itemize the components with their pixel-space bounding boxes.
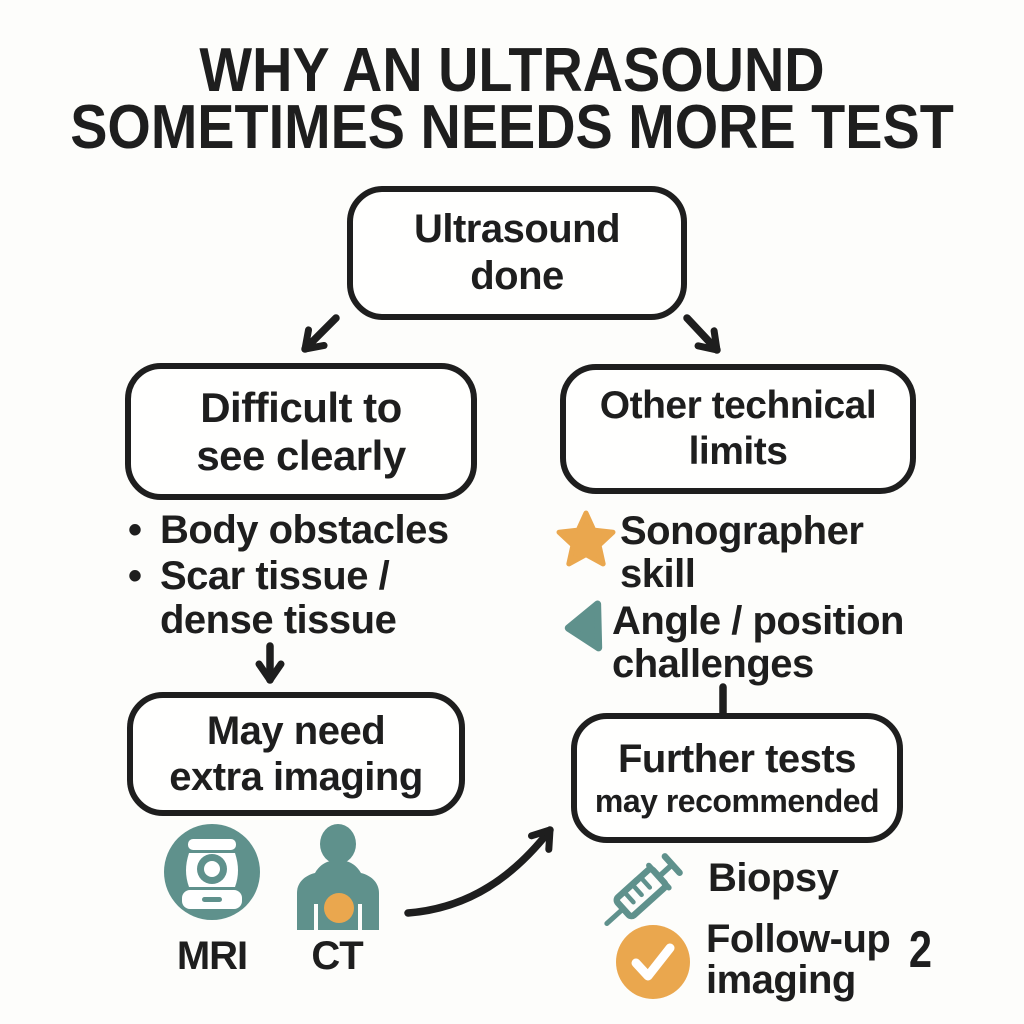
bullet-text: Body obstacles [160, 508, 449, 552]
list-item-sonographer-skill: Sonographer skill [556, 509, 864, 596]
biopsy-label: Biopsy [708, 856, 839, 900]
list-item-angle-position: Angle / position challenges [560, 600, 904, 686]
flow-box-difficult-to-see: Difficult to see clearly [125, 363, 477, 500]
list-item-text: Angle / position [612, 599, 904, 643]
triangle-pointer-icon [564, 600, 603, 652]
list-item-text: Sonographer [620, 509, 864, 553]
follow-up-label-line1: Follow-up [706, 917, 891, 961]
page-title-line1: WHY AN ULTRASOUND [199, 36, 825, 105]
bullet-item-body-obstacles: • Body obstacles [128, 508, 449, 552]
bullet-text: Scar tissue / [160, 554, 390, 598]
flow-box-further-tests: Further tests may recommended [571, 713, 903, 843]
mri-label: MRI [176, 934, 248, 978]
mri-scanner-icon [164, 824, 260, 920]
list-item-text: skill [620, 552, 696, 596]
arrow-root-to-right-branch [683, 314, 721, 354]
left-bullet-list: • Body obstacles • Scar tissue / dense t… [128, 508, 449, 644]
flow-box-other-line2: limits [688, 430, 788, 473]
flow-box-may-need-extra-imaging: May need extra imaging [127, 692, 465, 816]
page-title-line2: SOMETIMES NEEDS MORE TEST [70, 93, 954, 162]
flow-box-further-line1: Further tests [618, 737, 857, 781]
flow-box-further-line2: may recommended [594, 783, 880, 819]
flow-box-difficult-line2: see clearly [196, 431, 406, 479]
flow-box-ultrasound-done-line2: done [470, 254, 564, 298]
bullet-item-scar-tissue: • Scar tissue / dense tissue [128, 554, 449, 642]
page-number: 2 [908, 921, 933, 979]
bullet-text: dense tissue [160, 598, 397, 642]
flow-box-mayneed-line2: extra imaging [169, 755, 423, 799]
flow-box-ultrasound-done: Ultrasound done [347, 186, 687, 320]
flow-box-other-line1: Other technical [599, 384, 877, 427]
ct-label: CT [311, 934, 363, 978]
star-icon [556, 510, 616, 567]
flow-box-mayneed-line1: May need [206, 709, 386, 753]
syringe-icon [604, 853, 683, 926]
bullet-dot: • [128, 554, 142, 598]
flow-box-ultrasound-done-line1: Ultrasound [413, 207, 621, 251]
list-item-text: challenges [612, 642, 814, 686]
arrow-imaging-to-further-tests [404, 826, 554, 917]
follow-up-label-line2: imaging [706, 958, 856, 1002]
arrow-root-to-left-branch [301, 314, 340, 353]
bullet-dot: • [128, 508, 142, 552]
follow-up-label: Follow-up imaging [706, 917, 891, 1002]
flow-box-other-technical-limits: Other technical limits [560, 364, 916, 494]
ct-scan-person-icon [297, 824, 379, 930]
flow-box-difficult-line1: Difficult to [200, 383, 402, 431]
page-title: WHY AN ULTRASOUND SOMETIMES NEEDS MORE T… [51, 36, 973, 162]
check-circle-icon [616, 925, 690, 999]
